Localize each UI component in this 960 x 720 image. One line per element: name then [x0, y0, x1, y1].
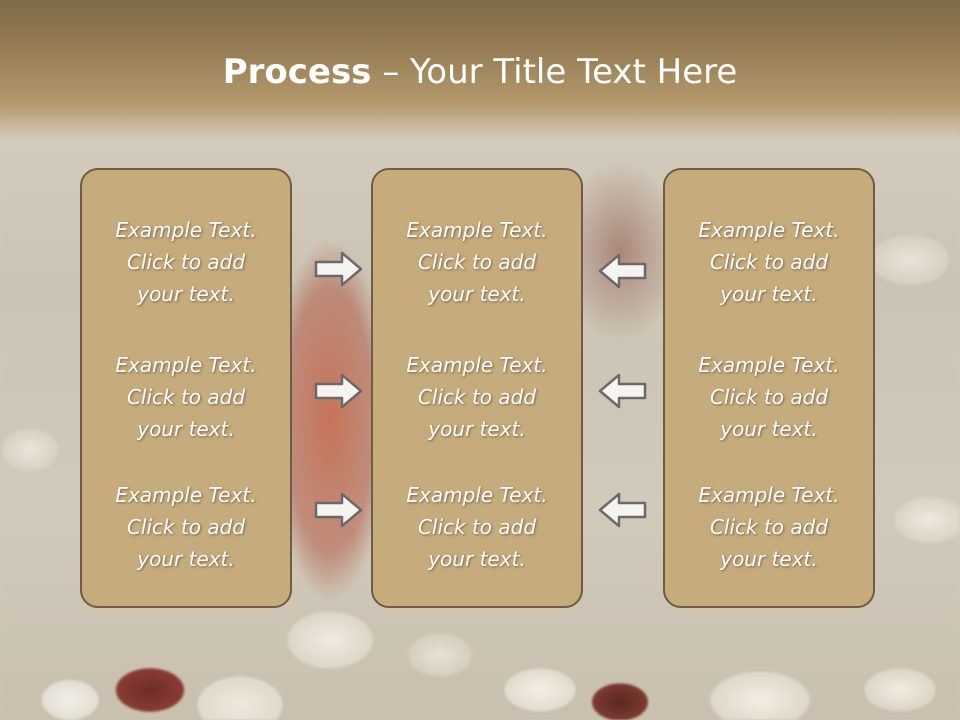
arrow-right-icon: [314, 492, 363, 528]
text-line: your text.: [720, 282, 818, 306]
text-line: Click to add: [709, 515, 829, 539]
text-line: Click to add: [709, 385, 829, 409]
text-line: Example Text.: [698, 218, 840, 242]
text-placeholder[interactable]: Example Text. Click to add your text.: [373, 214, 581, 310]
title-band: [0, 0, 960, 140]
text-placeholder[interactable]: Example Text. Click to add your text.: [665, 479, 873, 575]
title-rest: – Your Title Text Here: [371, 52, 738, 92]
text-line: your text.: [720, 417, 818, 441]
process-box-center[interactable]: Example Text. Click to add your text. Ex…: [371, 168, 583, 608]
text-line: Click to add: [417, 250, 537, 274]
arrow-right-icon: [314, 251, 363, 287]
text-line: your text.: [137, 417, 235, 441]
arrow-left-icon: [598, 373, 647, 409]
text-line: Click to add: [126, 250, 246, 274]
text-placeholder[interactable]: Example Text. Click to add your text.: [665, 214, 873, 310]
text-line: Example Text.: [698, 353, 840, 377]
text-placeholder[interactable]: Example Text. Click to add your text.: [373, 349, 581, 445]
text-line: Example Text.: [406, 483, 548, 507]
text-line: your text.: [428, 547, 526, 571]
text-line: Example Text.: [406, 353, 548, 377]
text-line: your text.: [720, 547, 818, 571]
text-placeholder[interactable]: Example Text. Click to add your text.: [82, 214, 290, 310]
arrow-left-icon: [598, 492, 647, 528]
arrow-right-icon: [314, 373, 363, 409]
slide-title[interactable]: Process – Your Title Text Here: [0, 52, 960, 92]
process-box-left[interactable]: Example Text. Click to add your text. Ex…: [80, 168, 292, 608]
text-line: your text.: [137, 547, 235, 571]
title-bold: Process: [222, 52, 372, 92]
text-line: Example Text.: [698, 483, 840, 507]
text-line: your text.: [428, 282, 526, 306]
arrow-left-icon: [598, 253, 647, 289]
text-line: Click to add: [709, 250, 829, 274]
text-placeholder[interactable]: Example Text. Click to add your text.: [82, 349, 290, 445]
process-box-right[interactable]: Example Text. Click to add your text. Ex…: [663, 168, 875, 608]
text-line: your text.: [137, 282, 235, 306]
text-line: Example Text.: [406, 218, 548, 242]
text-line: Click to add: [417, 385, 537, 409]
text-line: Click to add: [126, 385, 246, 409]
text-placeholder[interactable]: Example Text. Click to add your text.: [373, 479, 581, 575]
text-line: your text.: [428, 417, 526, 441]
text-line: Click to add: [417, 515, 537, 539]
text-line: Example Text.: [115, 353, 257, 377]
text-line: Example Text.: [115, 483, 257, 507]
text-placeholder[interactable]: Example Text. Click to add your text.: [665, 349, 873, 445]
text-line: Example Text.: [115, 218, 257, 242]
text-placeholder[interactable]: Example Text. Click to add your text.: [82, 479, 290, 575]
text-line: Click to add: [126, 515, 246, 539]
